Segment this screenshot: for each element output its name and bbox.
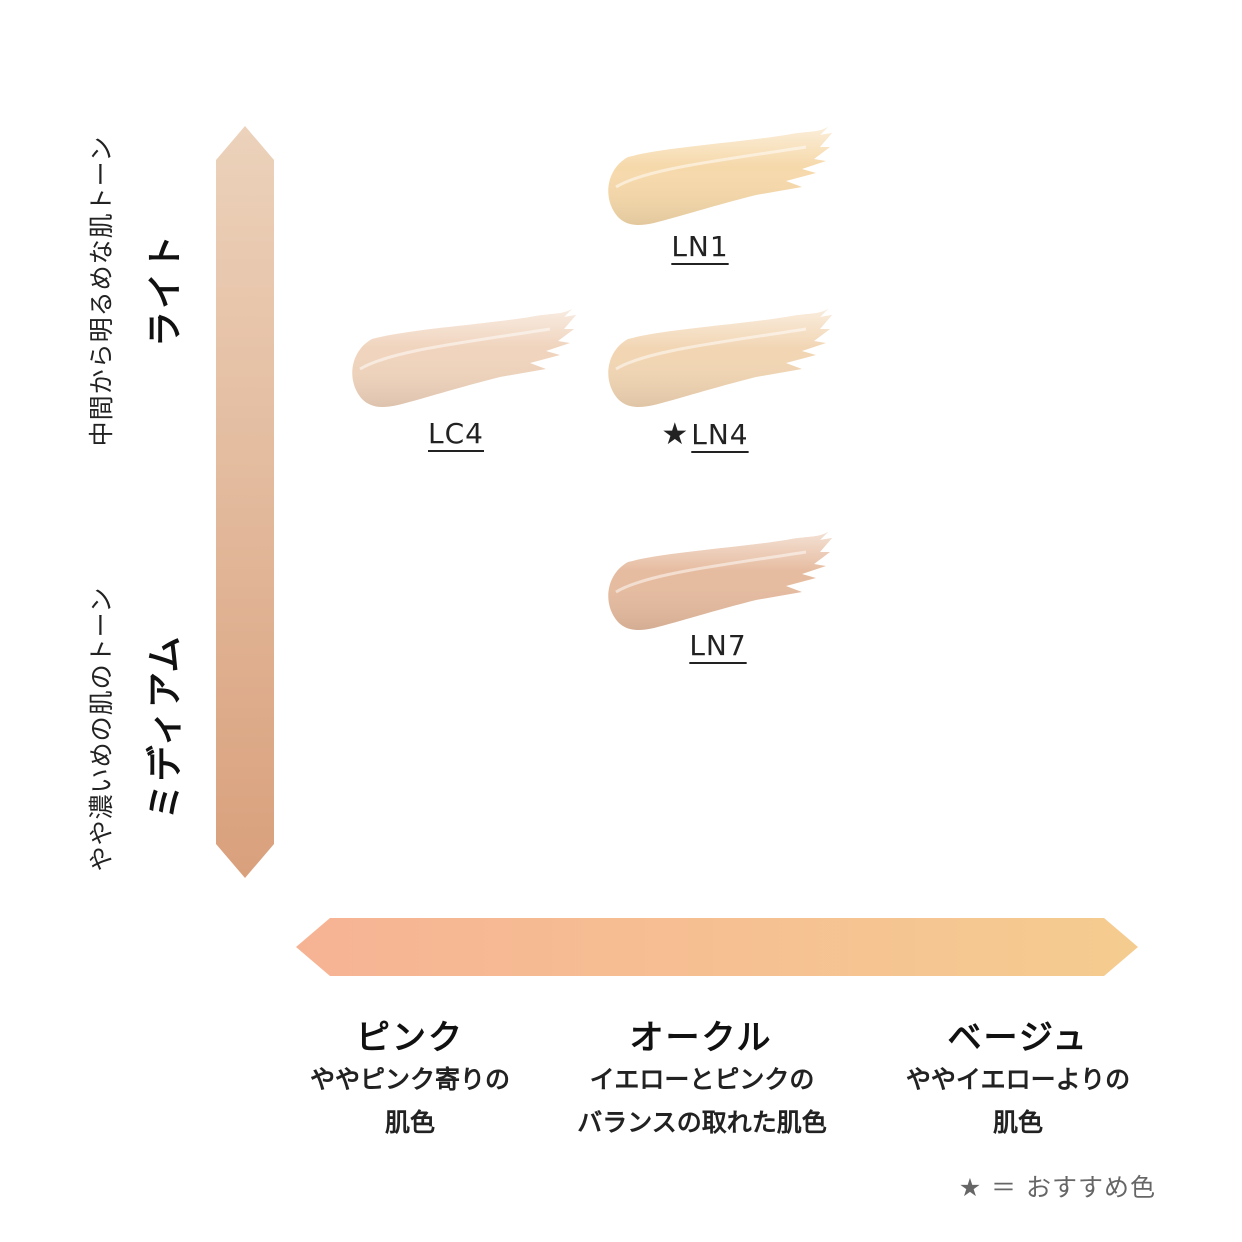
swatch-ln7[interactable] (608, 532, 832, 630)
swatch-highlight (615, 145, 807, 189)
light-desc: 中間から明るめな肌トーン (87, 135, 116, 447)
swatch-label-lc4[interactable]: LC4 (396, 417, 516, 450)
category-pink-title: ピンク (356, 1018, 464, 1058)
recommended-star-icon: ★ (661, 417, 690, 452)
category-desc-line: ややピンク寄りの (309, 1065, 510, 1094)
category-desc-line: イエローとピンクの (589, 1065, 815, 1094)
swatch-ln4[interactable] (608, 309, 832, 407)
swatch-ln1[interactable] (608, 127, 832, 225)
medium-desc: やや濃いめの肌のトーン (87, 586, 116, 872)
category-desc-line: 肌色 (384, 1108, 435, 1137)
swatch-highlight (359, 327, 551, 371)
swatch-code: LC4 (428, 417, 484, 450)
light-title: ライト (145, 233, 186, 348)
horizontal-axis-arrow (296, 918, 1138, 976)
category-beige-desc: ややイエローよりの 肌色 (848, 1058, 1188, 1144)
category-ochre-title: オークル (629, 1018, 773, 1058)
swatch-code: LN4 (691, 418, 749, 451)
vertical-axis-arrow (216, 126, 274, 878)
swatch-code: LN7 (689, 629, 747, 662)
category-beige-title: ベージュ (947, 1018, 1089, 1058)
swatch-label-ln1[interactable]: LN1 (640, 230, 760, 263)
category-desc-line: ややイエローよりの (905, 1065, 1131, 1094)
swatch-highlight (615, 327, 807, 371)
category-desc-line: 肌色 (992, 1108, 1043, 1137)
swatch-highlight (615, 550, 807, 594)
swatch-label-ln4[interactable]: ★LN4 (640, 417, 770, 452)
category-ochre-desc: イエローとピンクの バランスの取れた肌色 (532, 1058, 872, 1144)
medium-title: ミディアム (145, 634, 186, 820)
category-pink-desc: ややピンク寄りの 肌色 (240, 1058, 580, 1144)
swatch-lc4[interactable] (352, 309, 576, 407)
legend-recommended: ★ ＝ おすすめ色 (958, 1173, 1156, 1202)
swatch-code: LN1 (671, 230, 729, 263)
swatch-label-ln7[interactable]: LN7 (658, 629, 778, 662)
category-desc-line: バランスの取れた肌色 (577, 1108, 827, 1137)
